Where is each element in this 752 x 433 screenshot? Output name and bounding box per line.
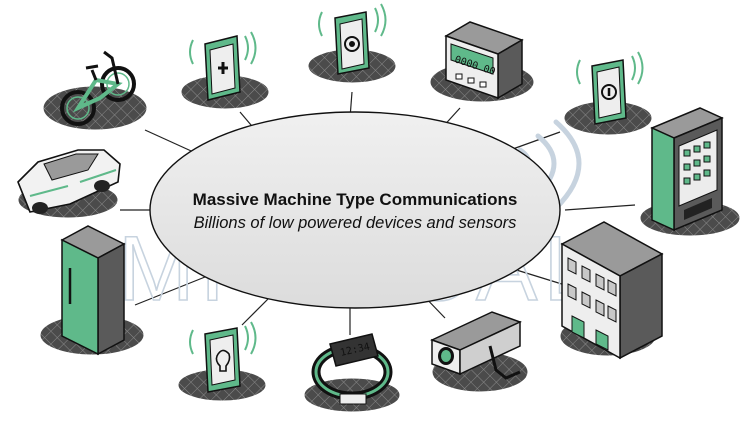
lightbulb-icon: [189, 321, 257, 393]
smartwatch-icon: 12:34: [311, 333, 393, 405]
bicycle-icon: [60, 50, 136, 126]
car-icon: [17, 149, 121, 214]
info-icon: [576, 51, 644, 125]
central-node: Massive Machine Type Communications Bill…: [149, 111, 561, 309]
diagram-title: Massive Machine Type Communications: [193, 190, 518, 209]
fridge-icon: [60, 225, 126, 356]
medical-cross-icon: [189, 31, 257, 101]
cctv-icon: [430, 311, 522, 380]
building-icon: [560, 221, 664, 360]
diagram-subtitle: Billions of low powered devices and sens…: [194, 214, 517, 232]
vending-machine-icon: [650, 107, 724, 232]
camera-icon: [318, 3, 387, 75]
meter-icon: 0000 00: [444, 21, 524, 100]
